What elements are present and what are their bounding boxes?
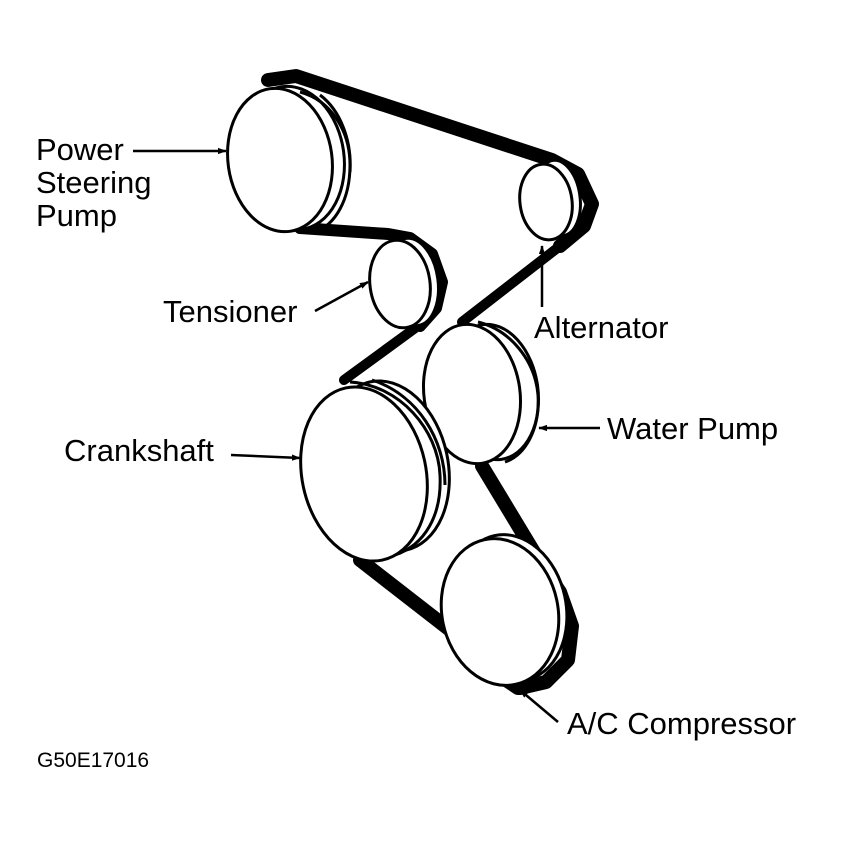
crankshaft-pulley	[299, 378, 451, 563]
arrow-crankshaft	[230, 453, 301, 461]
belt-span-tensioner-crank	[339, 321, 423, 385]
label-power-steering-line-1: Power	[36, 132, 124, 167]
belt-span-alt-water	[457, 241, 565, 327]
label-alternator: Alternator	[534, 310, 669, 345]
label-power-steering-line-2: Steering	[36, 165, 152, 200]
arrow-ac-compressor	[519, 689, 559, 723]
arrow-tensioner	[314, 280, 369, 313]
power-steering-pulley	[226, 84, 352, 234]
tensioner-pulley	[368, 236, 440, 330]
label-crankshaft: Crankshaft	[64, 433, 214, 468]
label-tensioner: Tensioner	[163, 294, 298, 329]
alternator-pulley	[518, 158, 582, 242]
label-water-pump: Water Pump	[607, 411, 779, 446]
figure-code: G50E17016	[37, 749, 150, 772]
belt-span-top	[261, 69, 599, 253]
label-ac-compressor: A/C Compressor	[567, 706, 797, 741]
water-pump-pulley	[421, 320, 541, 466]
label-power-steering-line-3: Pump	[36, 198, 117, 233]
label-power-steering-pump: Power Steering Pump	[36, 133, 151, 232]
ac-compressor-pulley	[439, 533, 569, 687]
